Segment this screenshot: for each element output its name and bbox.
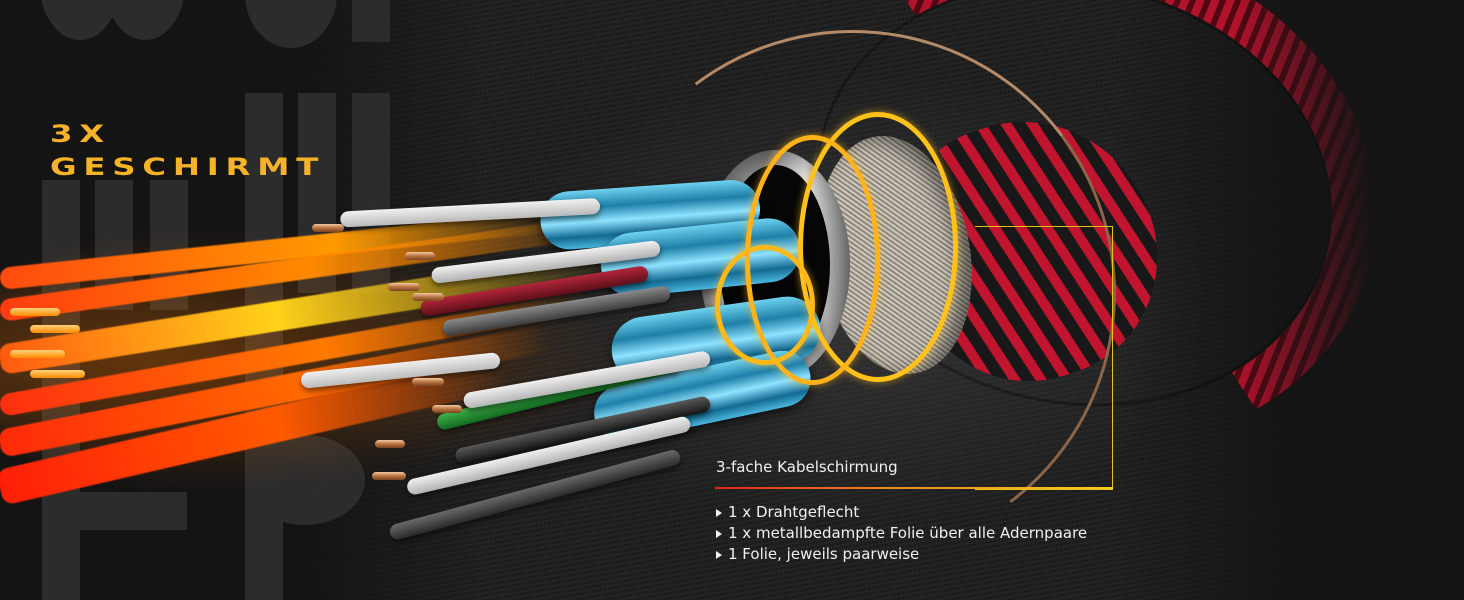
copper-conductor (375, 440, 405, 448)
headline-line-2: GESCHIRMT (50, 153, 326, 181)
headline: 3X GESCHIRMT (50, 118, 325, 184)
copper-conductor (412, 378, 444, 386)
background-letter-shape (245, 435, 365, 525)
feature-item: 1 Folie, jeweils paarweise (716, 544, 1087, 565)
feature-list: 1 x Drahtgeflecht 1 x metallbedampfte Fo… (716, 502, 1087, 565)
triangle-right-icon (716, 550, 722, 559)
feature-text: 1 Folie, jeweils paarweise (728, 545, 920, 563)
callout-title: 3-fache Kabelschirmung (716, 458, 898, 476)
background-letter-shape (352, 0, 390, 42)
copper-conductor (388, 283, 420, 291)
callout-underline (715, 487, 1113, 489)
feature-item: 1 x Drahtgeflecht (716, 502, 1087, 523)
background-letter-shape (42, 492, 187, 530)
copper-conductor (412, 293, 444, 301)
highlight-ring (715, 245, 815, 365)
triangle-right-icon (716, 508, 722, 517)
copper-conductor (405, 252, 435, 260)
headline-line-1: 3X (50, 120, 112, 148)
copper-conductor (30, 370, 85, 378)
copper-conductor (30, 325, 80, 333)
feature-text: 1 x Drahtgeflecht (728, 503, 860, 521)
copper-conductor (312, 224, 344, 232)
callout-box (975, 226, 1113, 490)
copper-conductor (372, 472, 406, 480)
copper-conductor (10, 308, 60, 316)
feature-item: 1 x metallbedampfte Folie über alle Ader… (716, 523, 1087, 544)
copper-conductor (10, 350, 65, 358)
background-letter-shape (105, 0, 185, 40)
triangle-right-icon (716, 529, 722, 538)
right-fade (1234, 0, 1464, 600)
copper-conductor (432, 405, 462, 413)
feature-text: 1 x metallbedampfte Folie über alle Ader… (728, 524, 1088, 542)
